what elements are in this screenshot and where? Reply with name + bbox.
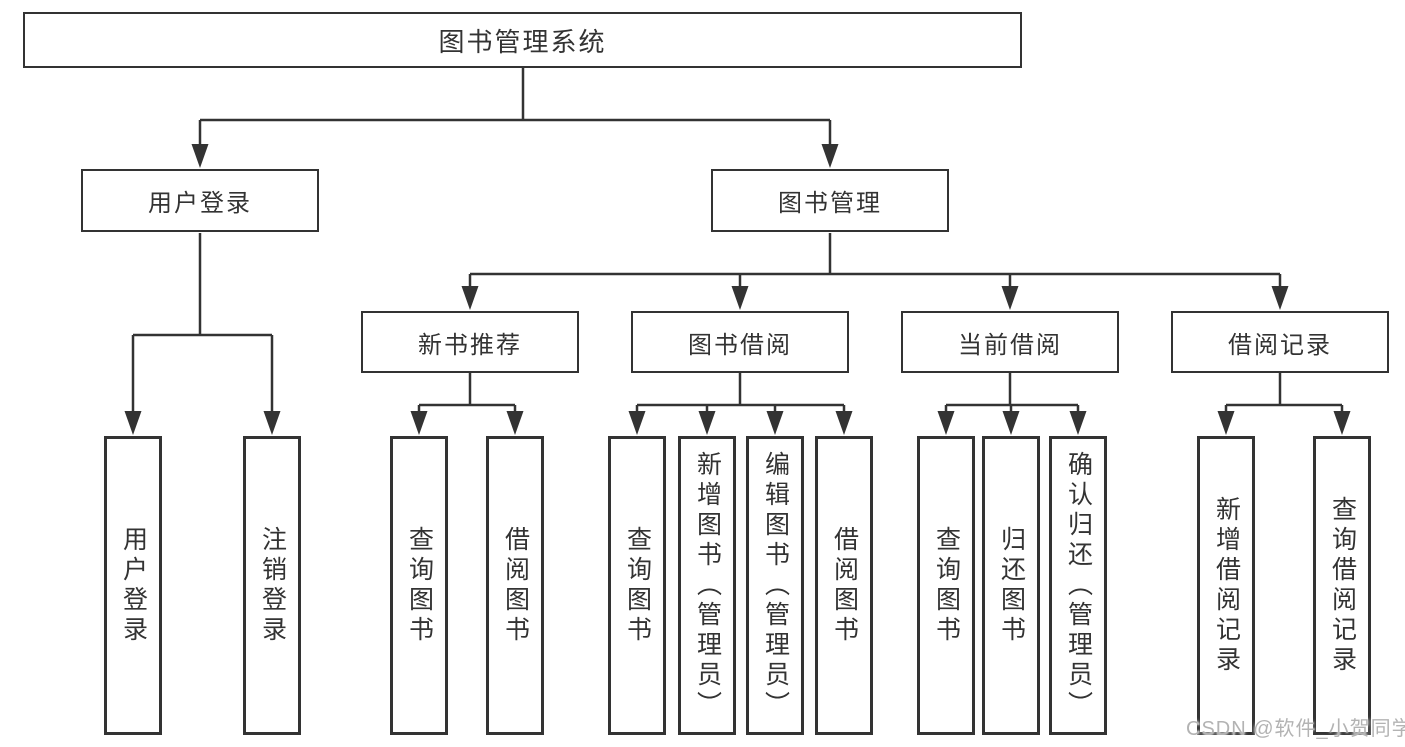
- leaf-label: 编辑图书（管理员）: [761, 450, 790, 721]
- csdn-watermark: CSDN @软件_小贺同学: [1186, 718, 1405, 740]
- leaf-query-borrow-record: 查询借阅记录: [1313, 436, 1371, 735]
- node-current-borrowing: 当前借阅: [901, 311, 1119, 373]
- leaf-confirm-return-admin: 确认归还（管理员）: [1049, 436, 1107, 735]
- leaf-label: 归还图书: [997, 525, 1026, 646]
- leaf-query-books-2: 查询图书: [608, 436, 666, 735]
- leaf-label: 借阅图书: [830, 525, 859, 646]
- node-label: 图书管理: [778, 190, 882, 217]
- leaf-user-login: 用户登录: [104, 436, 162, 735]
- node-label: 当前借阅: [958, 331, 1062, 359]
- node-borrowing-records: 借阅记录: [1171, 311, 1389, 373]
- leaf-edit-book-admin: 编辑图书（管理员）: [746, 436, 804, 735]
- node-user-login: 用户登录: [81, 169, 319, 232]
- leaf-label: 查询图书: [405, 525, 434, 646]
- node-library-system: 图书管理系统: [23, 12, 1022, 68]
- node-new-book-recommendation: 新书推荐: [361, 311, 579, 373]
- node-label: 新书推荐: [418, 331, 522, 359]
- leaf-label: 确认归还（管理员）: [1064, 450, 1093, 721]
- leaf-borrow-books-2: 借阅图书: [815, 436, 873, 735]
- leaf-borrow-books-1: 借阅图书: [486, 436, 544, 735]
- leaf-label: 查询图书: [623, 525, 652, 646]
- leaf-add-book-admin: 新增图书（管理员）: [678, 436, 736, 735]
- leaf-label: 新增借阅记录: [1212, 495, 1241, 676]
- leaf-label: 新增图书（管理员）: [693, 450, 722, 721]
- leaf-logout: 注销登录: [243, 436, 301, 735]
- leaf-query-books-3: 查询图书: [917, 436, 975, 735]
- node-label: 借阅记录: [1228, 331, 1332, 359]
- node-label: 图书借阅: [688, 331, 792, 359]
- node-label: 图书管理系统: [438, 26, 607, 57]
- leaf-query-books-1: 查询图书: [390, 436, 448, 735]
- leaf-label: 查询图书: [932, 525, 961, 646]
- leaf-return-book: 归还图书: [982, 436, 1040, 735]
- leaf-label: 用户登录: [119, 525, 148, 646]
- node-label: 用户登录: [148, 190, 252, 217]
- leaf-label: 查询借阅记录: [1328, 495, 1357, 676]
- leaf-label: 注销登录: [258, 525, 287, 646]
- leaf-add-borrow-record: 新增借阅记录: [1197, 436, 1255, 735]
- leaf-label: 借阅图书: [501, 525, 530, 646]
- node-book-borrowing: 图书借阅: [631, 311, 849, 373]
- node-book-management: 图书管理: [711, 169, 949, 232]
